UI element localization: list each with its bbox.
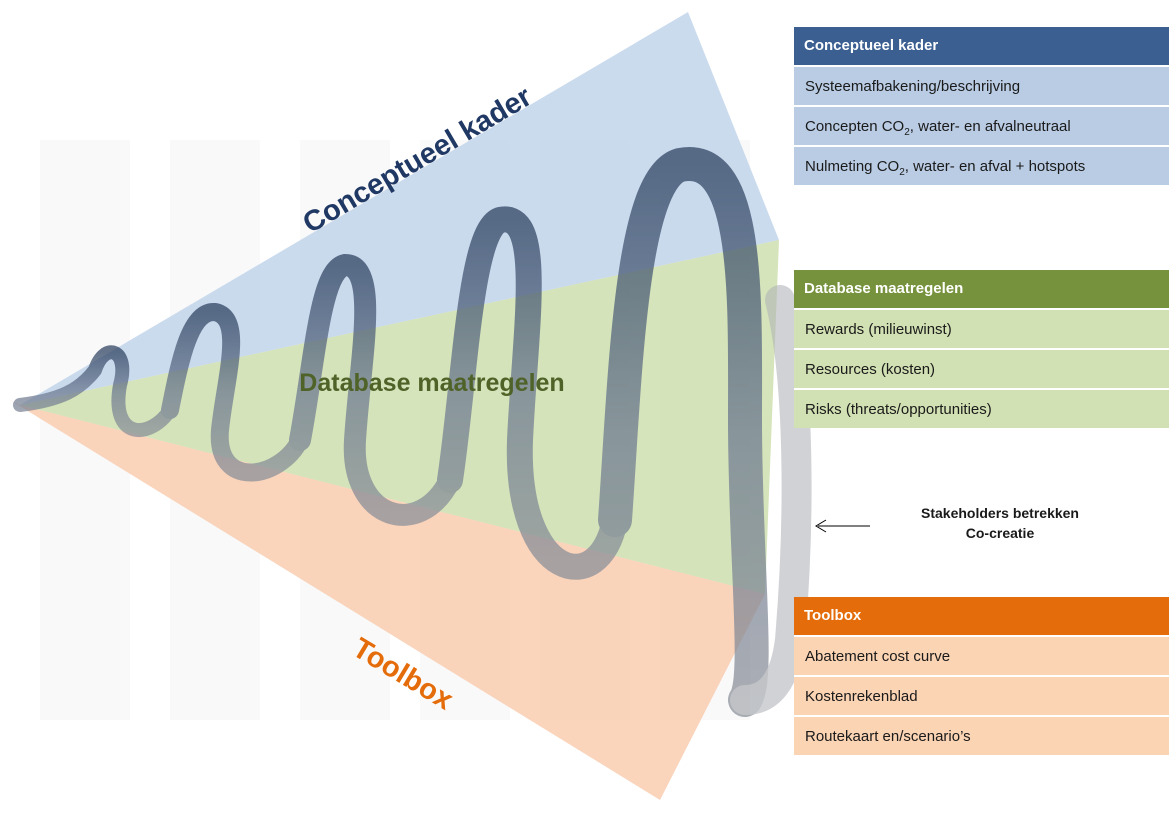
stakeholder-arrow: [815, 519, 870, 533]
panel-toolbox: Toolbox Abatement cost curve Kostenreken…: [794, 597, 1169, 755]
wedge-toolbox: [10, 400, 765, 800]
wedge-label-database: Database maatregelen: [299, 369, 564, 397]
annotation-line: Co-creatie: [965, 525, 1035, 541]
wedge-database: [20, 240, 779, 594]
annotation-line: Stakeholders betrekken: [921, 505, 1079, 521]
panel-item: Kostenrekenblad: [794, 675, 1169, 715]
panel-item: Nulmeting CO2, water- en afval + hotspot…: [794, 145, 1169, 185]
panel-database-maatregelen: Database maatregelen Rewards (milieuwins…: [794, 270, 1169, 428]
panel-title: Database maatregelen: [794, 270, 1169, 308]
panel-conceptueel-kader: Conceptueel kader Systeemafbakening/besc…: [794, 27, 1169, 185]
panel-item: Systeemafbakening/beschrijving: [794, 65, 1169, 105]
panel-item: Abatement cost curve: [794, 635, 1169, 675]
panel-item: Routekaart en/scenario’s: [794, 715, 1169, 755]
spiral-coil: [13, 147, 812, 717]
panel-item: Concepten CO2, water- en afvalneutraal: [794, 105, 1169, 145]
panel-item: Resources (kosten): [794, 348, 1169, 388]
panel-title: Conceptueel kader: [794, 27, 1169, 65]
stakeholder-annotation: Stakeholders betrekken Co-creatie: [880, 503, 1120, 543]
panel-item: Risks (threats/opportunities): [794, 388, 1169, 428]
panel-title: Toolbox: [794, 597, 1169, 635]
panel-item: Rewards (milieuwinst): [794, 308, 1169, 348]
